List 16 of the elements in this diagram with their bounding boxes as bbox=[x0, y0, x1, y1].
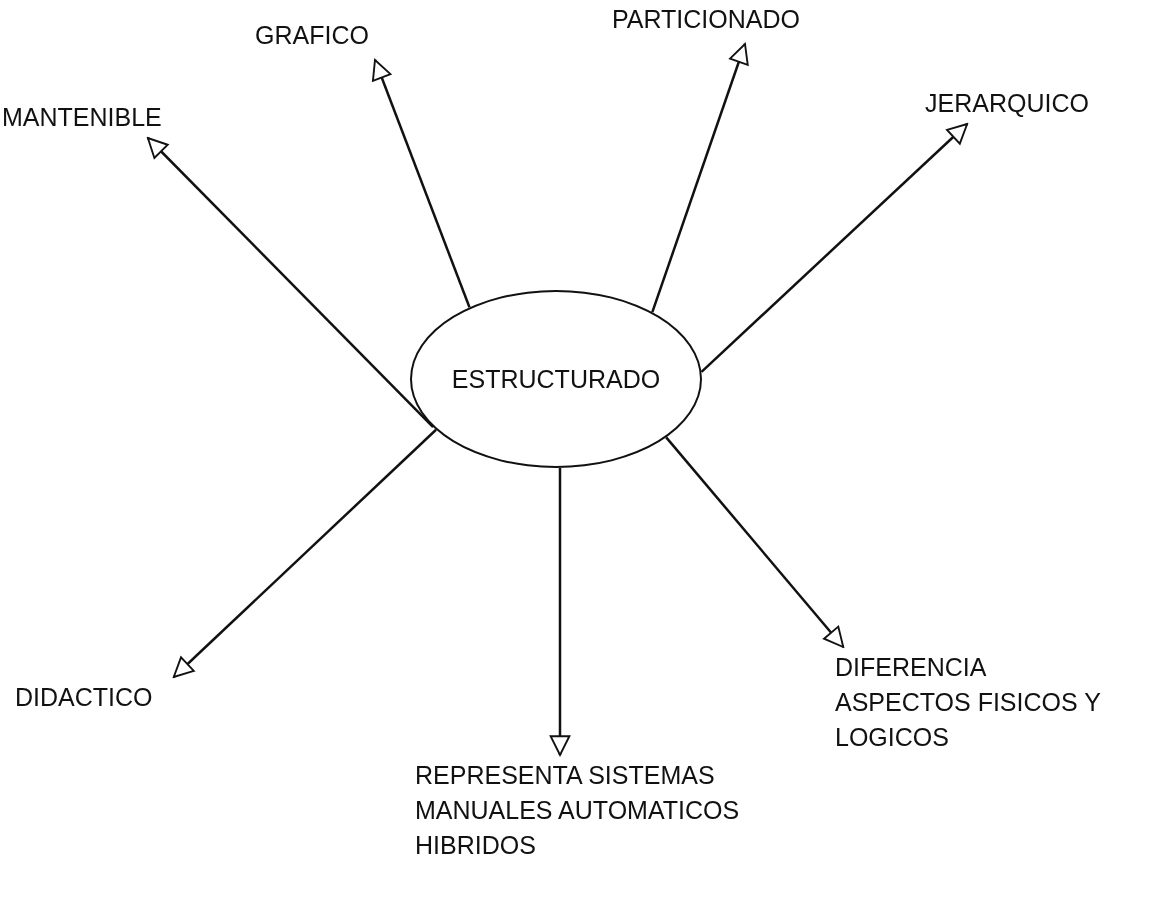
arrow bbox=[665, 436, 845, 648]
concept-ellipse bbox=[410, 290, 702, 468]
arrow bbox=[700, 123, 969, 373]
arrow bbox=[146, 137, 434, 428]
attribute-label: DIFERENCIA ASPECTOS FISICOS Y LOGICOS bbox=[835, 650, 1110, 755]
arrow bbox=[549, 467, 571, 756]
attribute-label: PARTICIONADO bbox=[612, 2, 882, 37]
arrow bbox=[651, 43, 749, 313]
attribute-label: REPRESENTA SISTEMAS MANUALES AUTOMATICOS HIBRIDOS bbox=[415, 758, 745, 863]
attribute-label: JERARQUICO bbox=[925, 86, 1160, 121]
attribute-label: MANTENIBLE bbox=[2, 100, 217, 135]
concept-text: ESTRUCTURADO bbox=[451, 363, 661, 395]
attribute-label: GRAFICO bbox=[255, 18, 390, 53]
arrow bbox=[372, 59, 471, 308]
attribute-label: DIDACTICO bbox=[15, 680, 205, 715]
arrow bbox=[172, 428, 437, 678]
